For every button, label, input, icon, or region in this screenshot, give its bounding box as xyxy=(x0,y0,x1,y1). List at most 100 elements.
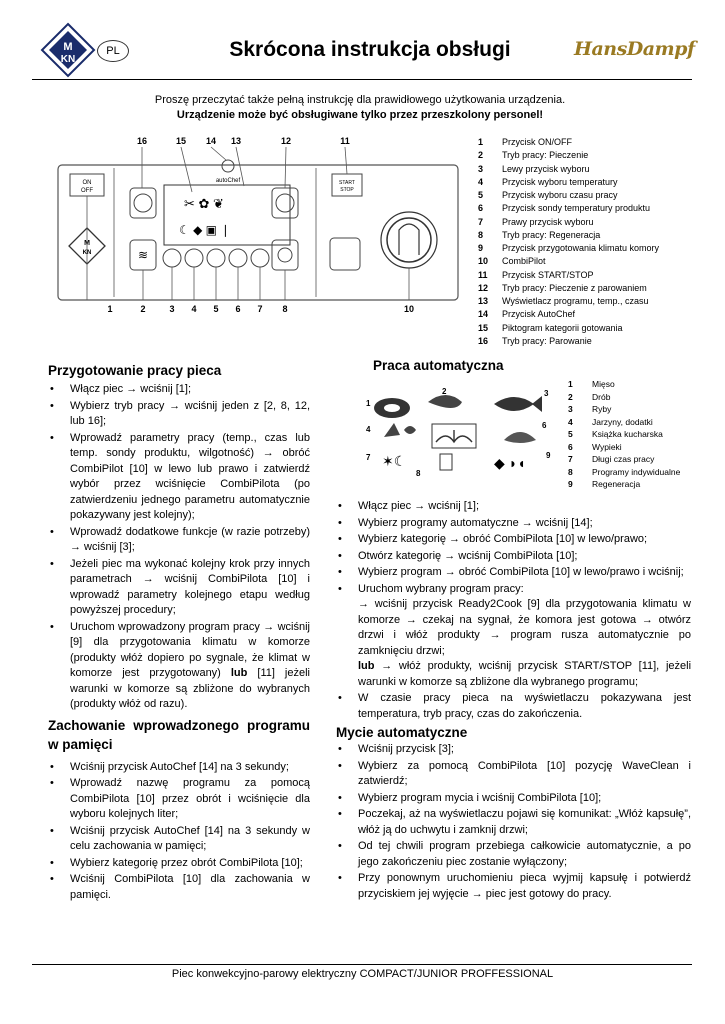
section-heading-memory: Zachowanie wprowadzonego programu w pami… xyxy=(48,717,310,752)
list-item: Wciśnij przycisk AutoChef [14] na 3 seku… xyxy=(48,824,310,855)
legend-number: 9 xyxy=(568,479,573,489)
legend-number: 1 xyxy=(568,379,573,389)
callout-15: 15 xyxy=(176,136,186,146)
legend-label: Przycisk START/STOP xyxy=(502,269,594,280)
category-number-2: 2 xyxy=(442,387,447,396)
legend-label: Przycisk wyboru temperatury xyxy=(502,176,618,187)
legend-number: 5 xyxy=(478,190,484,200)
legend-number: 7 xyxy=(568,454,573,464)
legend-label: Tryb pracy: Pieczenie z parowaniem xyxy=(502,282,647,293)
panel-label-start-stop: START xyxy=(339,180,355,186)
intro-warning: Urządzenie może być obsługiwane tylko pr… xyxy=(176,109,544,121)
legend-label: Lewy przycisk wyboru xyxy=(502,163,590,174)
legend-number: 6 xyxy=(568,441,573,452)
svg-text:✶☾: ✶☾ xyxy=(382,453,406,469)
brand-logo: HansDampf xyxy=(574,38,695,60)
list-item: Jeżeli piec ma wykonać kolejny krok przy… xyxy=(48,557,310,619)
legend-label: Przycisk przygotowania klimatu komory xyxy=(502,243,660,253)
callout-11: 11 xyxy=(340,136,350,146)
list-item: Poczekaj, aż na wyświetlaczu pojawi się … xyxy=(336,807,691,838)
mkn-logo: M KN xyxy=(40,22,96,78)
legend-label: Długi czas pracy xyxy=(592,454,655,464)
legend-number: 10 xyxy=(478,256,489,267)
legend-number: 1 xyxy=(478,137,484,147)
legend-label: Wypieki xyxy=(592,441,622,452)
category-number-4: 4 xyxy=(366,425,371,434)
callout-16: 16 xyxy=(137,136,147,146)
callout-2: 2 xyxy=(140,304,145,314)
legend-label: Przycisk AutoChef xyxy=(502,309,576,320)
legend-number: 11 xyxy=(478,269,488,280)
left-column: Przygotowanie pracy pieca Włącz piec → w… xyxy=(48,363,310,904)
legend-number: 12 xyxy=(478,282,489,293)
callout-13: 13 xyxy=(231,136,241,146)
legend-row: 6 Wypieki xyxy=(568,441,718,454)
legend-number: 14 xyxy=(478,309,489,320)
control-panel-diagram: ON OFF M KN ≋ autoChef ✂ ✿ ❦ ☾ ◆ ▣ ❘ STA… xyxy=(54,130,464,318)
panel-label-autochef: autoChef xyxy=(216,178,241,184)
legend-label: Przycisk wyboru czasu pracy xyxy=(502,190,618,200)
footer-text: Piec konwekcyjno-parowy elektryczny COMP… xyxy=(171,968,554,980)
page-title: Skrócona instrukcja obsługi xyxy=(229,38,511,61)
legend-number: 15 xyxy=(478,322,489,333)
callout-14: 14 xyxy=(206,136,216,146)
list-item: Wciśnij przycisk AutoChef [14] na 3 seku… xyxy=(48,760,310,776)
list-item: Otwórz kategorię → wciśnij CombiPilota [… xyxy=(336,549,691,565)
legend-row: 14 Przycisk AutoChef xyxy=(478,308,708,321)
list-item: Wybierz kategorię → obróć CombiPilota [1… xyxy=(336,532,691,548)
category-number-9: 9 xyxy=(546,451,551,460)
list-item: Przy ponownym uruchomieniu pieca wyjmij … xyxy=(336,871,691,902)
panel-label-on-off: ON xyxy=(83,180,92,186)
legend-row: 5 Przycisk wyboru czasu pracy xyxy=(478,189,708,202)
legend-row: 9 Przycisk przygotowania klimatu komory xyxy=(478,242,708,255)
list-item: Wybierz kategorię przez obrót CombiPilot… xyxy=(48,856,310,872)
category-diagram: 1 2 3 4 5 6 7 8 9 ✶☾ ◆ ◗◖ xyxy=(364,382,554,482)
legend-number: 4 xyxy=(478,176,484,187)
header-divider xyxy=(32,79,692,80)
callout-1: 1 xyxy=(107,304,112,314)
legend-label: Mięso xyxy=(592,379,615,389)
legend-label: Tryb pracy: Parowanie xyxy=(502,335,592,346)
svg-text:KN: KN xyxy=(61,54,75,65)
list-item: Wciśnij CombiPilota [10] dla zachowania … xyxy=(48,872,310,903)
svg-text:OFF: OFF xyxy=(81,188,93,194)
legend-row: 7 Długi czas pracy xyxy=(568,453,718,466)
legend-number: 3 xyxy=(568,404,573,414)
callout-4: 4 xyxy=(191,304,196,314)
legend-row: 3 Lewy przycisk wyboru xyxy=(478,163,708,176)
intro-note: Proszę przeczytać także pełną instrukcję… xyxy=(60,93,660,123)
legend-number: 16 xyxy=(478,335,489,346)
legend-label: Przycisk sondy temperatury produktu xyxy=(502,203,651,214)
list-item: Wprowadź nazwę programu za pomocą CombiP… xyxy=(48,776,310,823)
legend-label: Regeneracja xyxy=(592,479,641,489)
list-item: Od tej chwili program przebiega całkowic… xyxy=(336,839,691,870)
legend-label: Jarzyny, dodatki xyxy=(592,416,653,427)
auto-list: Włącz piec → wciśnij [1];Wybierz program… xyxy=(336,499,691,722)
legend-number: 2 xyxy=(478,150,484,161)
callout-10: 10 xyxy=(404,304,414,314)
footer-divider xyxy=(32,964,692,965)
section-heading-auto-wrap: Praca automatyczna xyxy=(373,358,504,373)
legend-number: 9 xyxy=(478,243,484,253)
svg-text:≋: ≋ xyxy=(138,248,148,262)
legend-number: 3 xyxy=(478,163,484,174)
intro-line-1: Proszę przeczytać także pełną instrukcję… xyxy=(154,94,566,106)
svg-text:M: M xyxy=(63,41,72,53)
list-item: Uruchom wprowadzony program pracy → wciś… xyxy=(48,620,310,713)
legend-row: 12 Tryb pracy: Pieczenie z parowaniem xyxy=(478,282,708,295)
legend-label: Ryby xyxy=(592,404,612,414)
callout-7: 7 xyxy=(257,304,262,314)
